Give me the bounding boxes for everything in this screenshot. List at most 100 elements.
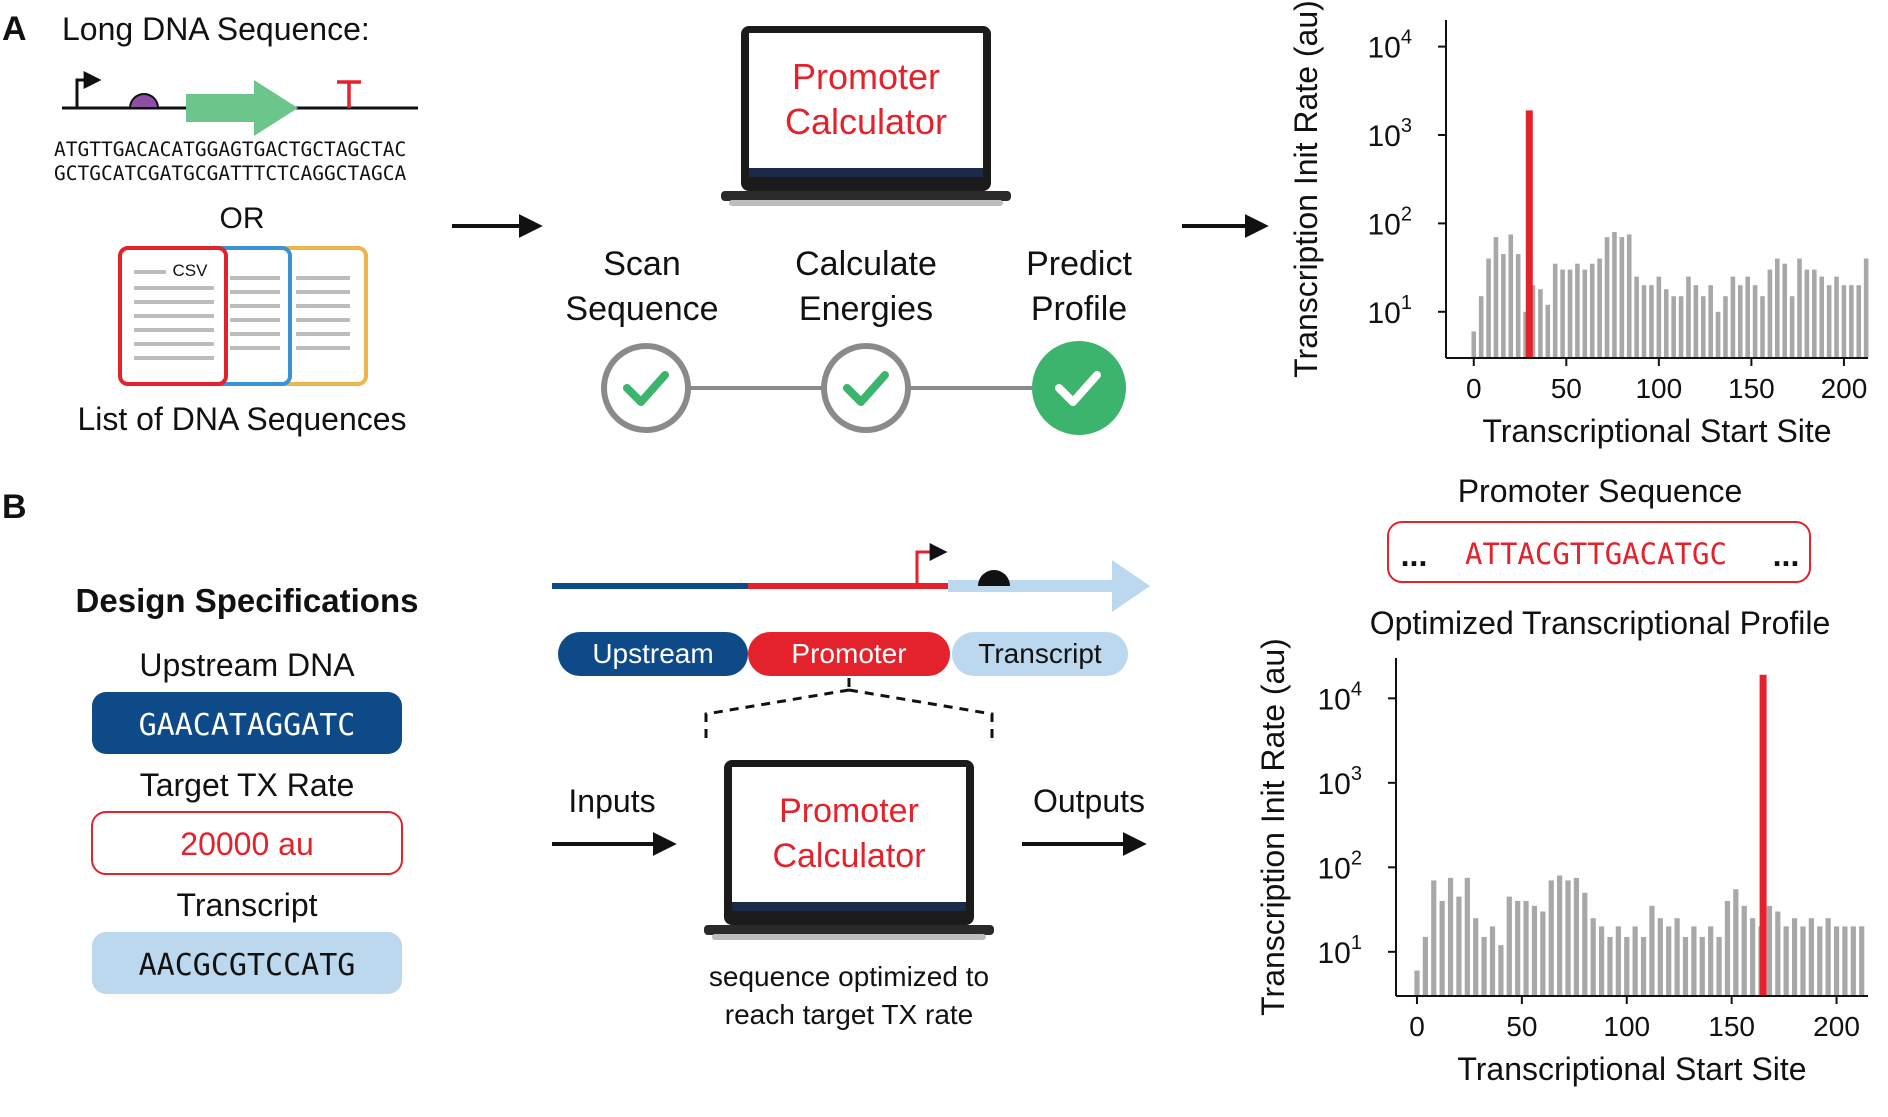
bar: [1760, 296, 1765, 358]
bar: [1422, 936, 1428, 996]
step-predict-line1: Predict: [1026, 245, 1132, 283]
bar: [1489, 926, 1496, 996]
bar: [1498, 945, 1504, 996]
y-tick-label: 103: [1368, 115, 1413, 153]
bar: [1693, 285, 1699, 358]
tss-arrow-icon: [915, 543, 948, 586]
bar: [1825, 918, 1831, 996]
ribosome-binding-site-icon: [128, 93, 160, 109]
x-tick-label: 0: [1466, 373, 1482, 404]
y-tick-base: 10: [1318, 683, 1351, 716]
bar: [1501, 254, 1506, 358]
region-promoter-label: Promoter: [791, 638, 906, 669]
bar: [1471, 331, 1477, 358]
bar: [1783, 926, 1789, 996]
bar: [1632, 926, 1638, 996]
promoter-seq-suffix: ...: [1773, 537, 1800, 573]
y-tick-label: 101: [1318, 932, 1363, 970]
bar: [1515, 254, 1521, 358]
y-tick-exponent: 2: [1401, 203, 1412, 225]
bar: [1439, 900, 1445, 996]
construct-schematic: [552, 543, 1150, 612]
bar: [1506, 896, 1512, 996]
transcript-label: Transcript: [176, 887, 317, 923]
bar: [1560, 269, 1565, 358]
highlight-bar: [1525, 110, 1533, 359]
dna-sequence-line2: GCTGCATCGATGCGATTTCTCAGGCTAGCA: [54, 162, 406, 185]
bar: [1548, 880, 1554, 996]
y-axis-label: Transcription Init Rate (au): [1255, 638, 1291, 1016]
caption-line1: sequence optimized to: [709, 961, 989, 992]
bar: [1674, 918, 1680, 996]
promoter-seq-prefix: ...: [1401, 537, 1428, 573]
bar: [1691, 926, 1697, 996]
region-transcript-label: Transcript: [978, 638, 1102, 669]
y-tick-base: 10: [1368, 208, 1401, 241]
bar: [1849, 285, 1854, 358]
bar: [1447, 877, 1454, 996]
csv-label: CSV: [173, 261, 209, 280]
bar: [1715, 311, 1721, 358]
bar: [1789, 296, 1795, 358]
region-upstream-label: Upstream: [592, 638, 713, 669]
progress-steps: [601, 341, 1126, 435]
y-axis-label: Transcription Init Rate (au): [1288, 0, 1324, 378]
bar: [1817, 926, 1823, 996]
profile-title: Optimized Transcriptional Profile: [1370, 605, 1831, 641]
step-calculate-line1: Calculate: [795, 245, 937, 283]
x-axis-label: Transcriptional Start Site: [1482, 413, 1831, 449]
zoom-dashes: [704, 678, 994, 744]
bar: [1812, 269, 1817, 358]
bar: [1766, 905, 1773, 996]
bar: [1699, 936, 1705, 996]
bar: [1615, 926, 1621, 996]
bar: [1841, 285, 1847, 358]
bar: [1819, 276, 1825, 358]
region-upstream-pill: [558, 632, 748, 676]
bar: [1716, 936, 1722, 996]
x-tick-label: 50: [1551, 373, 1582, 404]
bar: [1656, 276, 1662, 358]
bar: [1431, 880, 1437, 996]
x-tick-label: 200: [1821, 373, 1868, 404]
bar: [1723, 296, 1728, 358]
y-tick-base: 10: [1368, 120, 1401, 153]
bar: [1530, 285, 1536, 358]
target-tx-box: [91, 811, 403, 875]
transcript-value: AACGCGTCCATG: [139, 948, 356, 983]
bar: [1473, 918, 1479, 996]
gene-arrow-icon: [186, 80, 298, 136]
bar: [1800, 926, 1806, 996]
ribosome-binding-site-icon-b: [978, 570, 1010, 586]
bar: [1856, 285, 1862, 358]
panel-a-letter: A: [2, 10, 27, 48]
bar: [1850, 926, 1856, 996]
bar: [1552, 263, 1558, 358]
bar: [1531, 905, 1538, 996]
bar: [1538, 289, 1543, 358]
bar: [1545, 304, 1551, 358]
y-tick-label: 102: [1318, 847, 1363, 885]
bar: [1582, 892, 1588, 996]
design-specs-title: Design Specifications: [76, 582, 419, 619]
bar: [1414, 970, 1420, 996]
bar: [1733, 889, 1739, 996]
x-tick-label: 50: [1506, 1011, 1537, 1042]
bar: [1826, 285, 1832, 358]
bar: [1612, 231, 1617, 358]
x-tick-label: 0: [1409, 1011, 1425, 1042]
y-tick-exponent: 3: [1401, 115, 1412, 137]
y-tick-exponent: 1: [1351, 932, 1362, 954]
y-tick-base: 10: [1318, 768, 1351, 801]
bar: [1708, 926, 1714, 996]
step-scan-line2: Sequence: [565, 290, 718, 328]
bar: [1598, 926, 1605, 996]
bar: [1515, 900, 1521, 996]
bar: [1649, 285, 1654, 358]
y-tick-label: 104: [1368, 27, 1413, 65]
bar: [1859, 926, 1865, 996]
laptop-a-text-line2: Calculator: [785, 101, 947, 142]
bar: [1626, 234, 1632, 358]
